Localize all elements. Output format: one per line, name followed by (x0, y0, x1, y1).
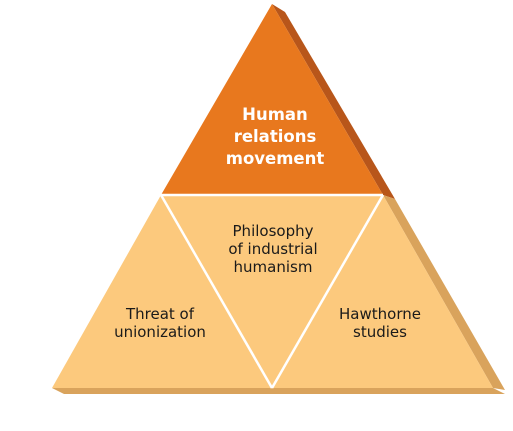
divider-right (270, 194, 385, 389)
apex-label: Human relations movement (225, 105, 325, 168)
base-left-label: Threat of unionization (114, 305, 206, 341)
divider-left (159, 194, 274, 389)
apex-side-face (272, 4, 395, 199)
right-side-face (383, 195, 505, 390)
base-left-triangle (52, 195, 272, 388)
apex-triangle (161, 4, 383, 195)
base-center-triangle (161, 195, 383, 388)
base-center-label: Philosophy of industrial humanism (228, 222, 318, 276)
base-right-triangle (272, 195, 493, 388)
divider-lines (159, 193, 385, 389)
base-bottom-face (52, 388, 505, 394)
base-right-label: Hawthorne studies (339, 305, 421, 341)
